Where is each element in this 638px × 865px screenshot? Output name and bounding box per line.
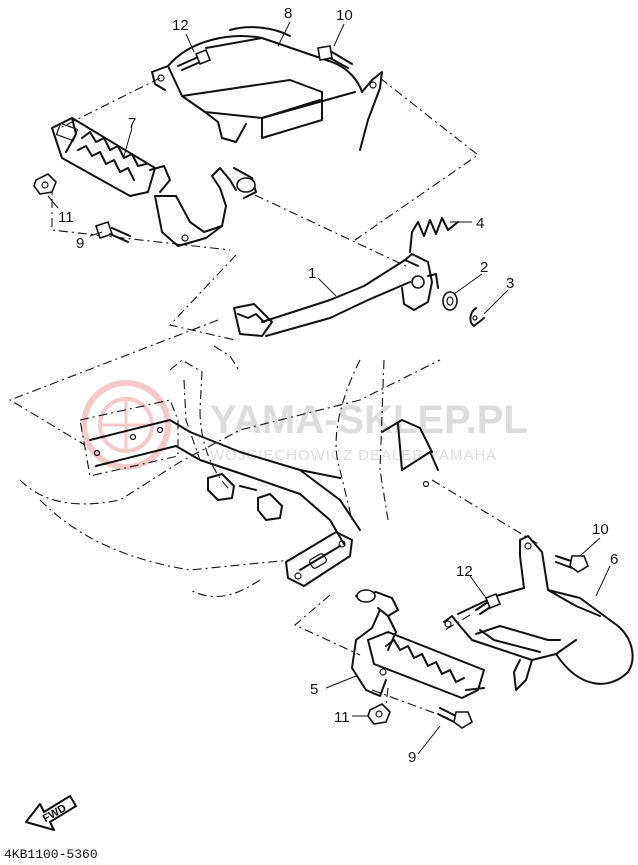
callout-11-upper[interactable]: 11 [58,209,74,226]
leader-lines [47,21,611,755]
watermark-logo-icon [81,380,171,470]
callout-10-upper[interactable]: 10 [336,7,353,24]
part-12-bolt-lower[interactable] [475,592,502,615]
watermark-title: YAMA-SKLEP.PL [210,398,528,442]
diagram-code: 4KB1100-5360 [4,847,98,862]
callouts: 12 8 10 7 11 9 4 1 2 3 10 6 12 5 11 9 [58,5,618,766]
part-10-bolt-lower[interactable] [555,555,589,573]
callout-10-lower[interactable]: 10 [592,521,609,538]
fwd-arrow-icon: FWD [25,795,77,831]
part-11-nut-upper[interactable] [33,173,57,195]
part-11-nut-lower[interactable] [367,703,391,725]
part-4-spring[interactable] [409,217,459,253]
part-7-footpeg-left[interactable] [51,117,171,197]
watermark: YAMA-SKLEP.PL WOJCIECHOWICZ DEALER YAMAH… [81,380,528,470]
part-3-clip[interactable] [469,307,485,327]
callout-2[interactable]: 2 [480,259,488,276]
callout-1[interactable]: 1 [308,265,316,282]
callout-3[interactable]: 3 [506,275,514,292]
part-10-bolt-upper[interactable] [317,45,353,69]
callout-12-lower[interactable]: 12 [456,563,473,580]
callout-8[interactable]: 8 [284,5,292,22]
part-12-bolt-upper[interactable] [177,48,212,71]
callout-9-lower[interactable]: 9 [408,749,416,766]
part-5-footrest-arm-right[interactable] [351,589,399,697]
callout-4[interactable]: 4 [476,215,484,232]
part-6-bracket-right[interactable] [443,535,634,691]
frame-outline [19,345,441,598]
watermark-subtitle: WOJCIECHOWICZ DEALER YAMAHA [210,447,497,464]
part-9-bolt-upper[interactable] [94,220,131,243]
fwd-label: FWD [41,802,69,825]
callout-5[interactable]: 5 [310,681,318,698]
callout-9-upper[interactable]: 9 [76,235,84,252]
callout-6[interactable]: 6 [610,551,618,568]
part-8-bracket-left[interactable] [151,26,383,151]
footrest-arm-left[interactable] [154,167,257,247]
callout-12-upper[interactable]: 12 [172,17,189,34]
callout-7[interactable]: 7 [128,115,136,132]
part-1-brake-pedal[interactable] [233,253,439,337]
frame-tubes [89,419,439,587]
part-2-washer[interactable] [442,291,458,311]
footpeg-right[interactable] [367,631,485,699]
part-9-bolt-lower[interactable] [437,707,473,729]
callout-11-lower[interactable]: 11 [334,709,350,726]
